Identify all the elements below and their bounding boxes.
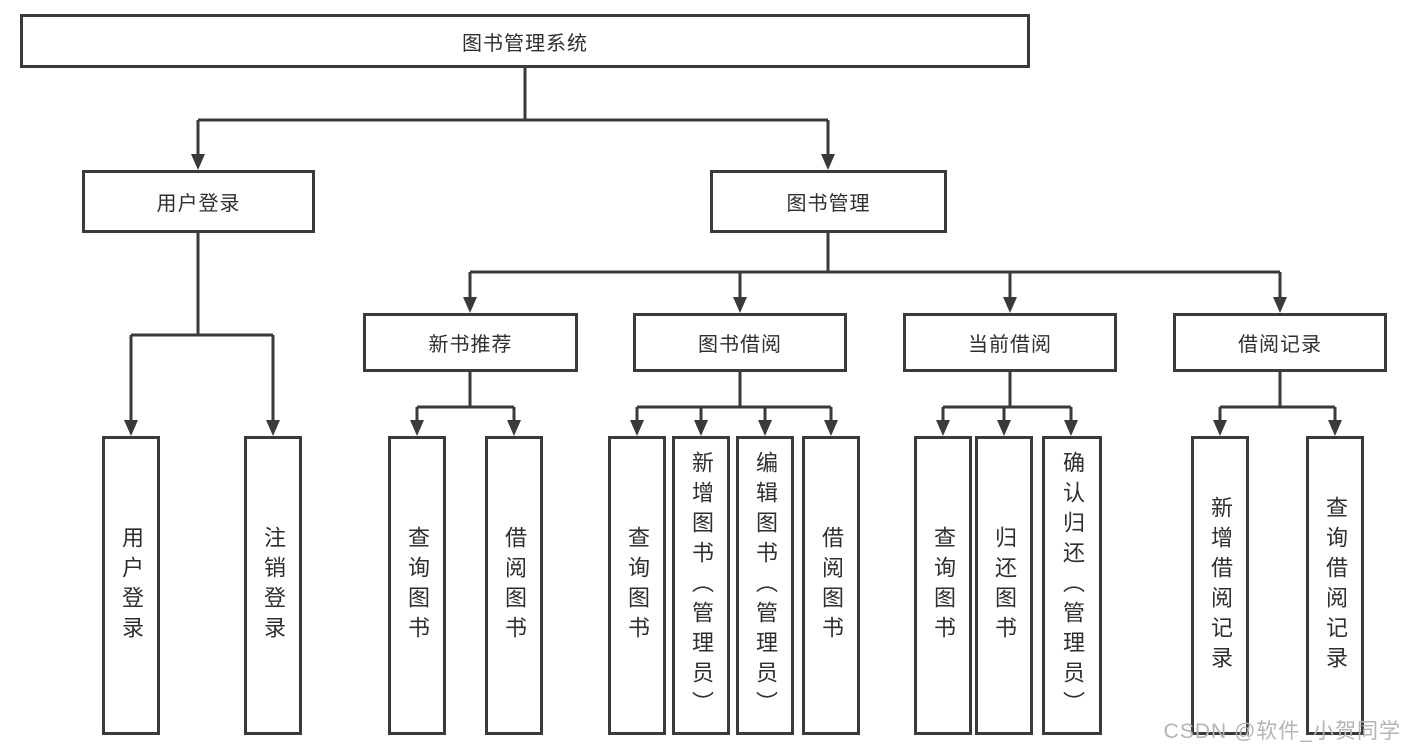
arrowhead bbox=[1273, 297, 1287, 313]
leaf-borrow-edit-admin: 编辑图书（管理员） bbox=[736, 436, 794, 735]
leaf-current-confirm-admin: 确认归还（管理员） bbox=[1042, 436, 1102, 735]
leaf-borrow-add-admin: 新增图书（管理员） bbox=[672, 436, 730, 735]
arrowhead bbox=[733, 297, 747, 313]
arrowhead bbox=[997, 420, 1011, 436]
leaf-current-return: 归还图书 bbox=[975, 436, 1033, 735]
arrowhead bbox=[694, 420, 708, 436]
node-user-login: 用户登录 bbox=[82, 170, 315, 233]
arrowhead bbox=[1213, 420, 1227, 436]
arrowhead bbox=[191, 154, 205, 170]
node-new-book-recommend: 新书推荐 bbox=[363, 313, 578, 372]
arrowhead bbox=[266, 420, 280, 436]
leaf-record-add: 新增借阅记录 bbox=[1191, 436, 1249, 735]
csdn-watermark: CSDN @软件_小贺同学 bbox=[1163, 720, 1401, 743]
arrowhead bbox=[507, 420, 521, 436]
arrowhead bbox=[758, 420, 772, 436]
leaf-user-login: 用户登录 bbox=[102, 436, 160, 735]
leaf-newbook-borrow: 借阅图书 bbox=[485, 436, 543, 735]
leaf-borrow-book: 借阅图书 bbox=[802, 436, 860, 735]
node-book-management: 图书管理 bbox=[710, 170, 947, 233]
arrowhead bbox=[124, 420, 138, 436]
arrowhead bbox=[821, 154, 835, 170]
arrowhead bbox=[936, 420, 950, 436]
arrowhead bbox=[824, 420, 838, 436]
arrowhead bbox=[1064, 420, 1078, 436]
leaf-record-query: 查询借阅记录 bbox=[1306, 436, 1364, 735]
arrowhead bbox=[410, 420, 424, 436]
node-current-borrow: 当前借阅 bbox=[903, 313, 1117, 372]
arrowhead bbox=[630, 420, 644, 436]
arrowhead bbox=[1003, 297, 1017, 313]
node-borrow-record: 借阅记录 bbox=[1173, 313, 1387, 372]
node-root-system: 图书管理系统 bbox=[20, 14, 1030, 68]
leaf-logout: 注销登录 bbox=[244, 436, 302, 735]
leaf-newbook-query: 查询图书 bbox=[388, 436, 446, 735]
arrowhead bbox=[1328, 420, 1342, 436]
arrowhead bbox=[463, 297, 477, 313]
node-book-borrow: 图书借阅 bbox=[633, 313, 847, 372]
leaf-borrow-query: 查询图书 bbox=[608, 436, 666, 735]
leaf-current-query: 查询图书 bbox=[914, 436, 972, 735]
